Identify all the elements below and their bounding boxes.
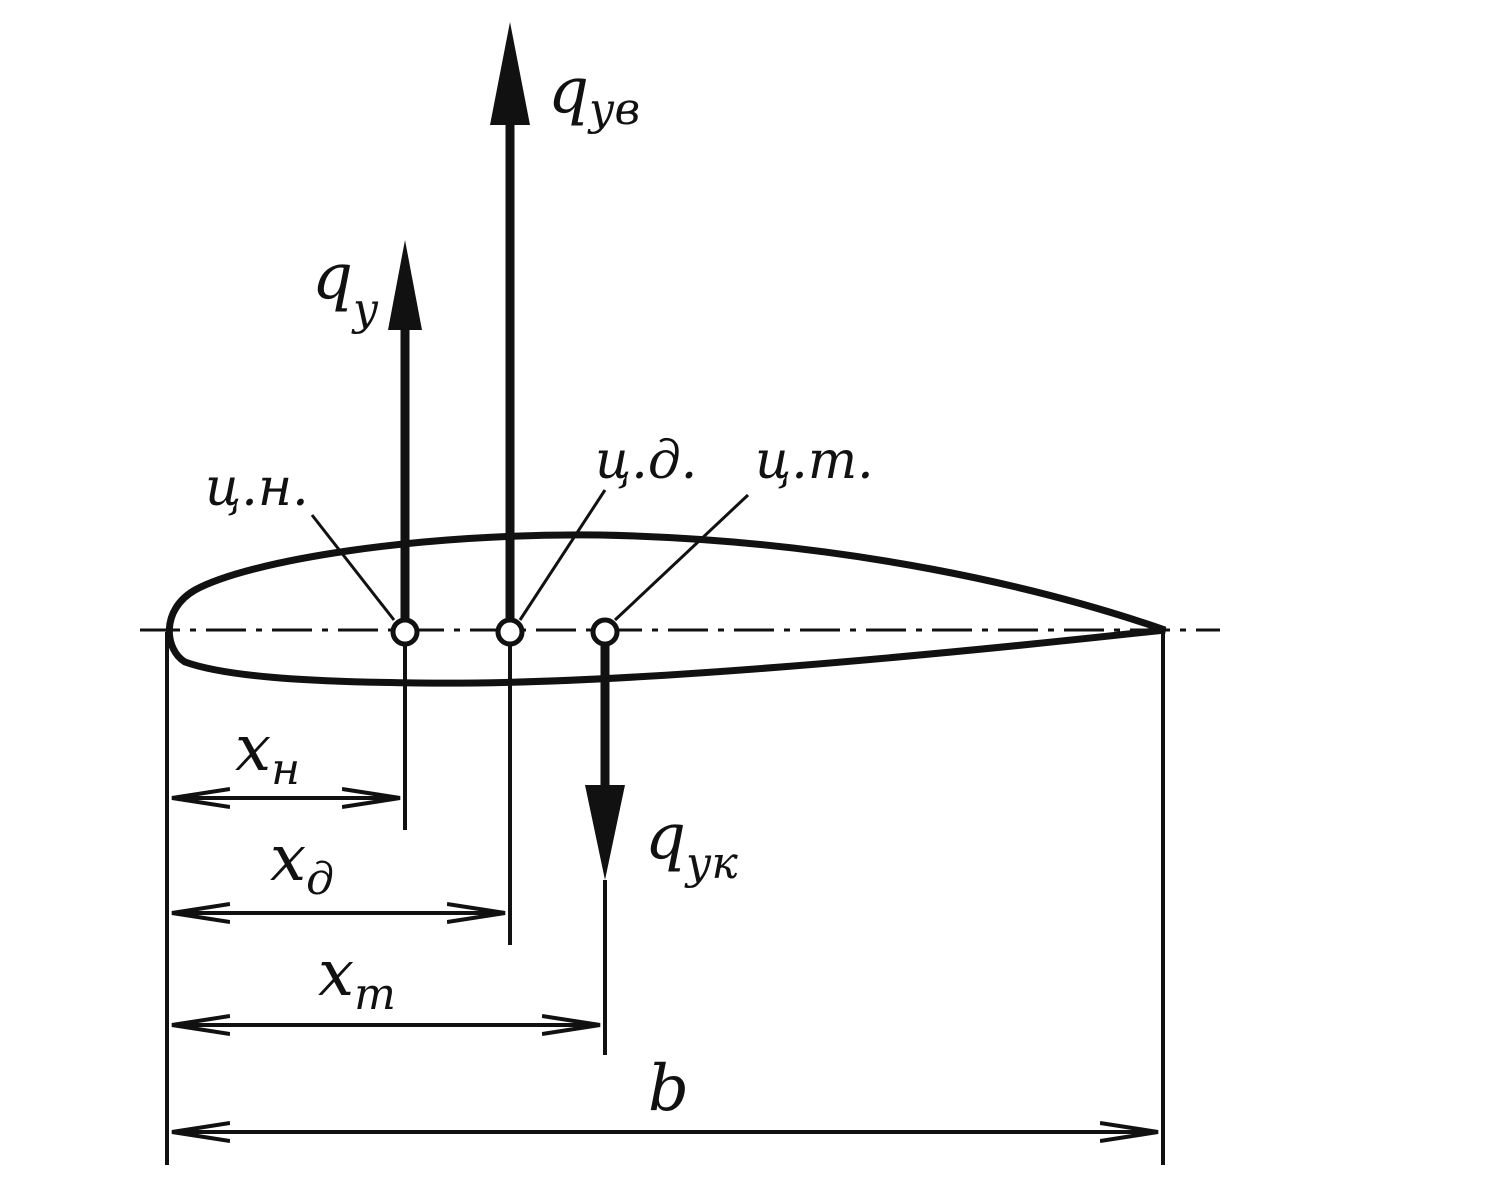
pressure-center-point [390,617,420,647]
force-arrow-q-yk [585,645,625,880]
label-dim-x-t: xт [318,937,396,1020]
leader-line-mass-center [613,493,750,622]
label-force-q-yv: qув [548,54,640,135]
stiffness-center-point [495,617,525,647]
force-arrow-q-y [388,240,422,630]
leader-line-pressure-center [310,514,396,621]
label-pressure-center: ц.н. [205,458,309,518]
label-force-q-y: qу [312,240,379,335]
label-mass-center: ц.т. [755,431,874,491]
force-arrow-q-yv [490,22,530,630]
mass-center-point [590,617,620,647]
label-stiffness-center: ц.д. [595,431,697,491]
label-dim-x-n: xн [235,712,300,795]
label-chord-b: b [648,1052,689,1126]
leader-line-stiffness-center [518,489,607,621]
airfoil-profile [165,531,1167,687]
label-force-q-yk: qук [645,800,738,889]
label-dim-x-d: xд [270,822,334,905]
